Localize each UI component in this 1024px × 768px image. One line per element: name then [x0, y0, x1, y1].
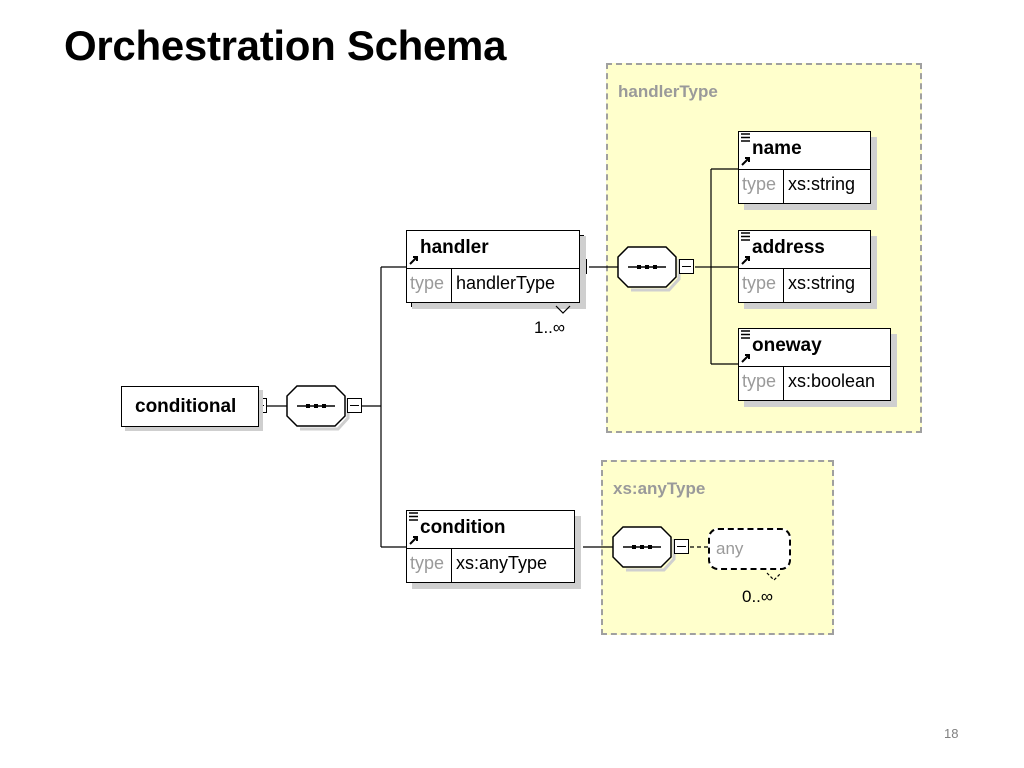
handler-type-group-label: handlerType [618, 82, 718, 101]
cardinality-any: 0..∞ [742, 587, 774, 606]
element-condition[interactable]: condition type xs:anyType [406, 510, 575, 583]
element-name: handler [420, 237, 489, 258]
type-key: type [739, 367, 784, 400]
attribute-lines-icon [741, 330, 750, 339]
element-name: name [752, 138, 802, 159]
element-name: conditional [135, 396, 237, 417]
reference-arrow-icon [409, 256, 418, 265]
repeat-chevron-icon [555, 305, 571, 314]
type-value: xs:boolean [788, 371, 876, 391]
collapse-button-handler-sequence[interactable] [679, 259, 694, 274]
element-conditional[interactable]: conditional [121, 386, 259, 427]
anytype-group-label: xs:anyType [613, 479, 706, 498]
type-key: type [739, 269, 784, 302]
element-address-field[interactable]: address type xs:string [738, 230, 871, 303]
reference-arrow-icon [741, 354, 750, 363]
reference-arrow-icon [741, 157, 750, 166]
sequence-compositor-condition [612, 526, 672, 568]
element-oneway-field[interactable]: oneway type xs:boolean [738, 328, 891, 401]
anytype-group: xs:anyType [601, 460, 834, 635]
attribute-lines-icon [409, 512, 418, 521]
sequence-compositor-root [286, 385, 346, 427]
type-row: type xs:boolean [739, 366, 890, 400]
type-value: handlerType [456, 273, 556, 293]
cardinality-handler: 1..∞ [534, 318, 566, 337]
element-name: oneway [752, 335, 822, 356]
type-row: type xs:string [739, 169, 870, 203]
type-row: type xs:anyType [407, 548, 574, 582]
type-row: type xs:string [739, 268, 870, 302]
page-number: 18 [944, 726, 959, 741]
reference-arrow-icon [409, 536, 418, 545]
any-label: any [716, 539, 744, 558]
type-value: xs:anyType [456, 553, 548, 573]
collapse-button-root-sequence[interactable] [347, 398, 362, 413]
type-key: type [739, 170, 784, 203]
attribute-lines-icon [741, 232, 750, 241]
any-wildcard[interactable]: any [708, 528, 791, 570]
type-row: type handlerType [407, 268, 579, 302]
type-value: xs:string [788, 273, 856, 293]
element-name: address [752, 237, 825, 258]
attribute-lines-icon [741, 133, 750, 142]
type-key: type [407, 269, 452, 302]
repeat-chevron-icon [766, 572, 782, 581]
reference-arrow-icon [741, 256, 750, 265]
element-handler[interactable]: handler type handlerType [406, 230, 584, 307]
sequence-compositor-handler [617, 246, 677, 288]
type-value: xs:string [788, 174, 856, 194]
element-name-field[interactable]: name type xs:string [738, 131, 871, 204]
type-key: type [407, 549, 452, 582]
slide-title: Orchestration Schema [64, 22, 507, 69]
element-name: condition [420, 517, 506, 538]
collapse-button-condition-sequence[interactable] [674, 539, 689, 554]
